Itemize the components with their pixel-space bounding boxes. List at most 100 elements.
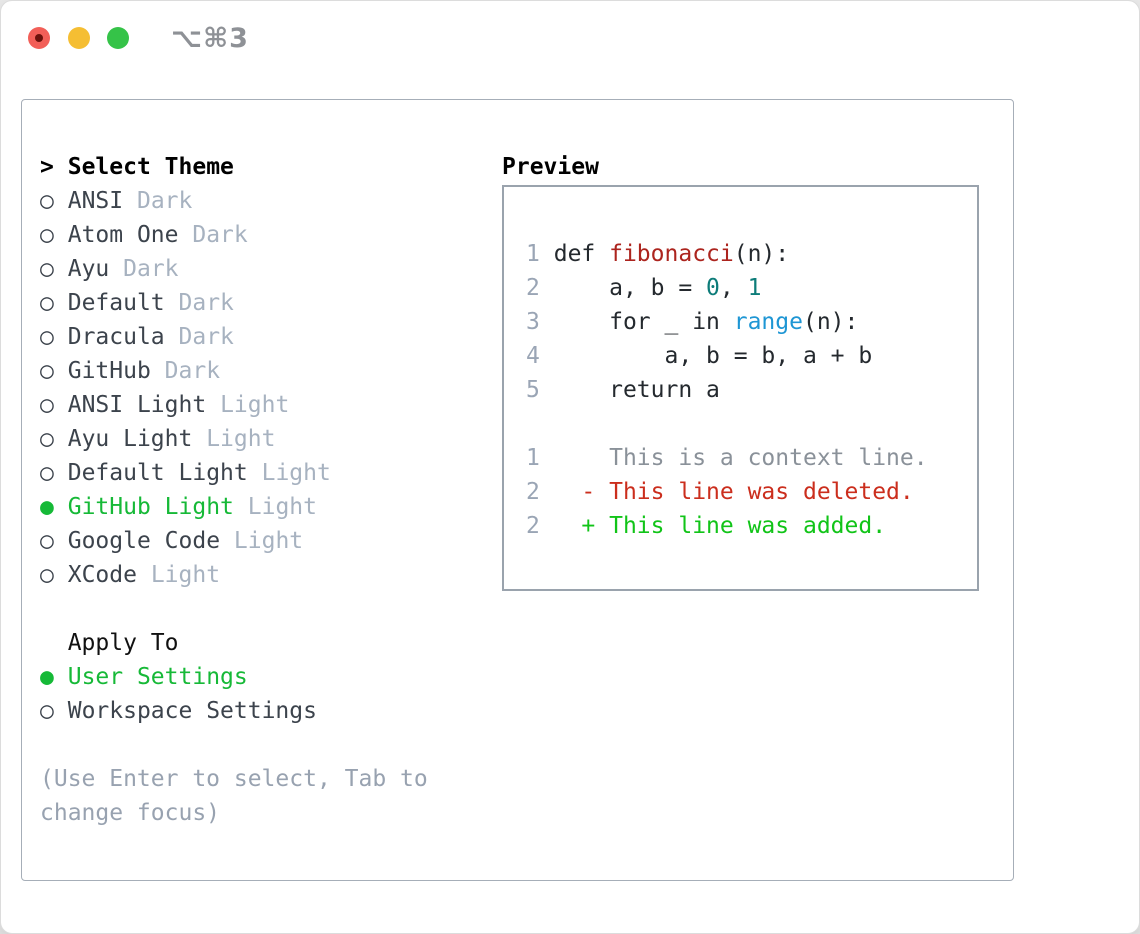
code-line: 3 for _ in range(n):: [526, 305, 977, 339]
select-theme-header-label: Select Theme: [67, 154, 234, 180]
theme-option-google-code[interactable]: ○ Google Code Light: [40, 524, 428, 558]
radio-selected-icon: ●: [40, 664, 54, 690]
radio-unselected-icon: ○: [40, 392, 54, 418]
titlebar: ⌥⌘3: [1, 1, 1139, 77]
code-line: 4 a, b = b, a + b: [526, 339, 977, 373]
theme-name-label: Atom One: [67, 222, 179, 248]
code-segment-number: 0: [706, 275, 720, 301]
theme-option-atom-one[interactable]: ○ Atom One Dark: [40, 218, 428, 252]
theme-option-ansi[interactable]: ○ ANSI Dark: [40, 184, 428, 218]
theme-variant-label: Dark: [192, 222, 248, 248]
line-number: 3: [526, 309, 540, 335]
radio-unselected-icon: ○: [40, 222, 54, 248]
code-segment-default: return a: [553, 377, 720, 403]
radio-unselected-icon: ○: [40, 528, 54, 554]
theme-variant-label: Dark: [164, 358, 221, 384]
theme-list-column: > Select Theme ○ ANSI Dark○ Atom One Dar…: [40, 150, 428, 830]
theme-option-xcode[interactable]: ○ XCode Light: [40, 558, 428, 592]
code-line: 5 return a: [526, 373, 977, 407]
apply-option-user-settings[interactable]: ● User Settings: [40, 660, 428, 694]
theme-variant-label: Dark: [123, 256, 179, 282]
spacer: [40, 592, 428, 626]
line-number: 2: [526, 513, 540, 539]
line-number: 2: [526, 479, 540, 505]
apply-to-list: ● User Settings○ Workspace Settings: [40, 660, 428, 728]
code-segment-function: fibonacci: [609, 241, 734, 267]
apply-to-header-label: Apply To: [67, 630, 179, 656]
radio-unselected-icon: ○: [40, 426, 54, 452]
code-segment-number: 1: [747, 275, 762, 301]
theme-variant-label: Dark: [136, 188, 193, 214]
close-dot-icon: [35, 34, 43, 42]
theme-name-label: GitHub Light: [67, 494, 234, 520]
apply-option-label: Workspace Settings: [67, 698, 317, 724]
close-button[interactable]: [28, 27, 50, 49]
diff-line-deleted: 2 - This line was deleted.: [526, 475, 977, 509]
select-theme-header: > Select Theme: [40, 150, 428, 184]
theme-name-label: Dracula: [67, 324, 165, 350]
theme-variant-label: Light: [261, 460, 331, 486]
theme-option-github-light[interactable]: ● GitHub Light Light: [40, 490, 428, 524]
theme-name-label: Default: [67, 290, 165, 316]
diff-text: + This line was added.: [553, 513, 887, 539]
theme-name-label: Google Code: [67, 528, 221, 554]
code-segment-default: (n):: [802, 309, 859, 335]
apply-option-workspace-settings[interactable]: ○ Workspace Settings: [40, 694, 428, 728]
code-segment-default: a, b = b, a + b: [553, 343, 873, 369]
theme-name-label: ANSI Light: [67, 392, 207, 418]
code-line: 1 def fibonacci(n):: [526, 237, 977, 271]
theme-variant-label: Light: [233, 528, 304, 554]
code-segment-default: def: [553, 241, 610, 267]
radio-unselected-icon: ○: [40, 256, 54, 282]
theme-option-ansi-light[interactable]: ○ ANSI Light Light: [40, 388, 428, 422]
theme-name-label: ANSI: [67, 188, 124, 214]
preview-header: Preview: [502, 154, 599, 180]
apply-to-header: Apply To: [40, 626, 428, 660]
apply-option-label: User Settings: [67, 664, 248, 690]
code-line: 2 a, b = 0, 1: [526, 271, 977, 305]
radio-unselected-icon: ○: [40, 698, 54, 724]
radio-unselected-icon: ○: [40, 324, 54, 350]
diff-line-added: 2 + This line was added.: [526, 509, 977, 543]
help-text: (Use Enter to select, Tab to change focus…: [40, 762, 428, 830]
theme-name-label: Ayu: [67, 256, 110, 282]
theme-variant-label: Light: [220, 392, 290, 418]
radio-unselected-icon: ○: [40, 460, 54, 486]
radio-unselected-icon: ○: [40, 562, 54, 588]
theme-name-label: XCode: [67, 562, 137, 588]
minimize-button[interactable]: [68, 27, 90, 49]
theme-list: ○ ANSI Dark○ Atom One Dark○ Ayu Dark○ De…: [40, 184, 428, 592]
diff-preview: 1 This is a context line.2 - This line w…: [526, 441, 977, 543]
code-segment-default: a, b =: [553, 275, 707, 301]
help-line: change focus): [40, 800, 221, 826]
code-segment-default: for _ in: [553, 309, 734, 335]
radio-unselected-icon: ○: [40, 358, 54, 384]
theme-variant-label: Light: [206, 426, 276, 452]
theme-option-ayu[interactable]: ○ Ayu Dark: [40, 252, 428, 286]
theme-variant-label: Light: [150, 562, 221, 588]
theme-picker-panel: > Select Theme ○ ANSI Dark○ Atom One Dar…: [21, 99, 1014, 881]
zoom-button[interactable]: [107, 27, 129, 49]
radio-unselected-icon: ○: [40, 290, 54, 316]
radio-unselected-icon: ○: [40, 188, 54, 214]
theme-option-ayu-light[interactable]: ○ Ayu Light Light: [40, 422, 428, 456]
radio-selected-icon: ●: [40, 494, 54, 520]
line-number: 1: [526, 241, 540, 267]
theme-option-default[interactable]: ○ Default Dark: [40, 286, 428, 320]
diff-line-context: 1 This is a context line.: [526, 441, 977, 475]
help-line: (Use Enter to select, Tab to: [40, 766, 428, 792]
spacer: [526, 407, 977, 441]
theme-option-default-light[interactable]: ○ Default Light Light: [40, 456, 428, 490]
code-segment-default: (n):: [733, 241, 790, 267]
theme-option-github[interactable]: ○ GitHub Dark: [40, 354, 428, 388]
line-number: 1: [526, 445, 540, 471]
diff-text: This is a context line.: [553, 445, 928, 471]
diff-text: - This line was deleted.: [553, 479, 914, 505]
window-title: ⌥⌘3: [171, 23, 249, 54]
theme-variant-label: Dark: [178, 324, 234, 350]
theme-option-dracula[interactable]: ○ Dracula Dark: [40, 320, 428, 354]
line-number: 5: [526, 377, 540, 403]
